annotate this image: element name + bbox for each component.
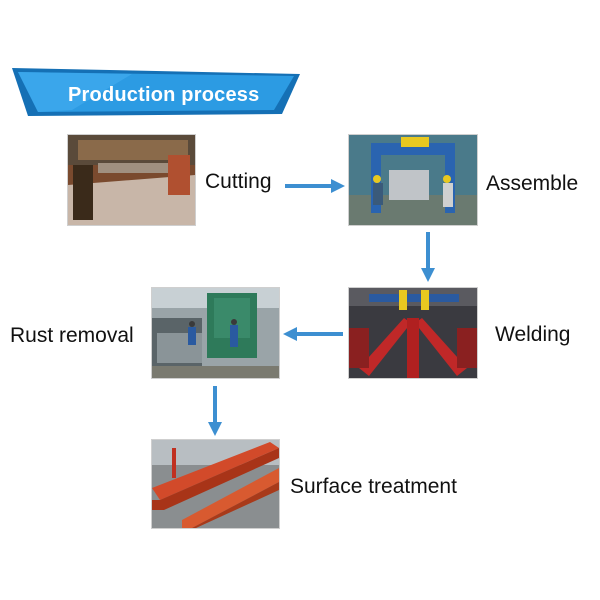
- arrow-right-icon: [285, 179, 345, 193]
- arrow-down-icon: [421, 232, 435, 282]
- step-label-surface-treatment: Surface treatment: [290, 475, 457, 498]
- cutting-photo: [68, 135, 195, 225]
- step-label-rust-removal: Rust removal: [10, 324, 134, 347]
- title-banner: [12, 68, 300, 116]
- page-title: Production process: [68, 84, 260, 106]
- step-label-assemble: Assemble: [486, 172, 579, 195]
- step-label-welding: Welding: [495, 323, 571, 346]
- welding-photo: [349, 288, 477, 378]
- arrow-left-icon: [283, 327, 343, 341]
- surface-treatment-photo: [152, 440, 279, 528]
- assemble-photo: [349, 135, 477, 225]
- rust-removal-photo: [152, 288, 279, 378]
- arrow-down-icon: [208, 386, 222, 436]
- step-label-cutting: Cutting: [205, 170, 272, 193]
